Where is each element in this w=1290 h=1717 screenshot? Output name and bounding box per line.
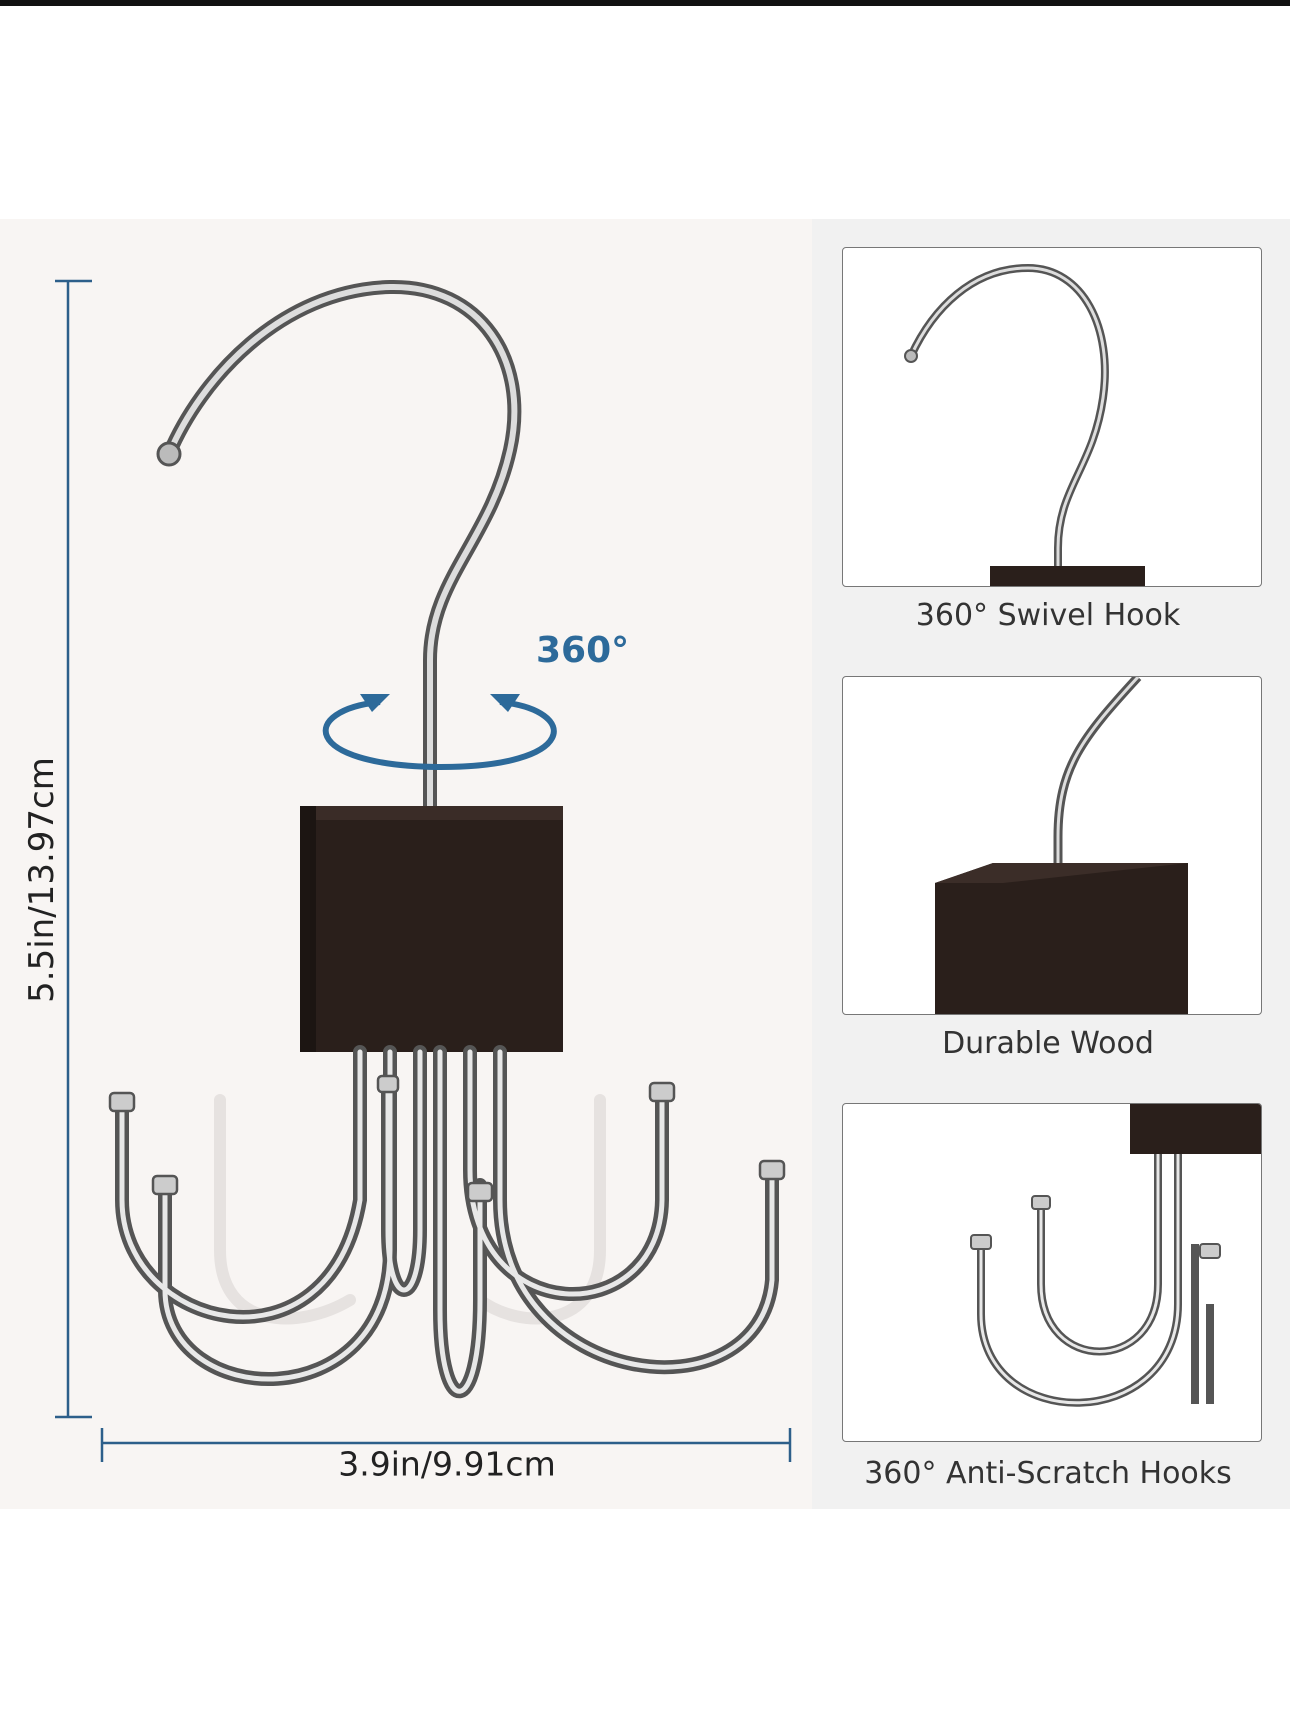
feature-image-anti-scratch-hooks [842, 1103, 1262, 1442]
width-label: 3.9in/9.91cm [338, 1444, 556, 1484]
caption-durable-wood: Durable Wood [942, 1026, 1154, 1061]
height-label: 5.5in/13.97cm [22, 757, 62, 1003]
feature-image-durable-wood [842, 676, 1262, 1015]
top-border [0, 0, 1290, 6]
caption-swivel-hook: 360° Swivel Hook [915, 598, 1181, 633]
rotation-label: 360° [536, 630, 630, 671]
wood-block-closeup [935, 677, 1188, 1014]
rotation-arrows-icon [322, 694, 557, 771]
width-dimension-line [100, 1428, 792, 1462]
wood-block [300, 806, 563, 1052]
feature-image-swivel-hook [842, 247, 1262, 587]
swivel-hook-closeup [904, 263, 1145, 586]
height-dimension-line [55, 279, 92, 1419]
anti-scratch-hooks [108, 1045, 786, 1399]
swivel-hook [156, 279, 522, 817]
hooks-closeup [970, 1104, 1261, 1407]
caption-anti-scratch-hooks: 360° Anti-Scratch Hooks [864, 1456, 1232, 1491]
